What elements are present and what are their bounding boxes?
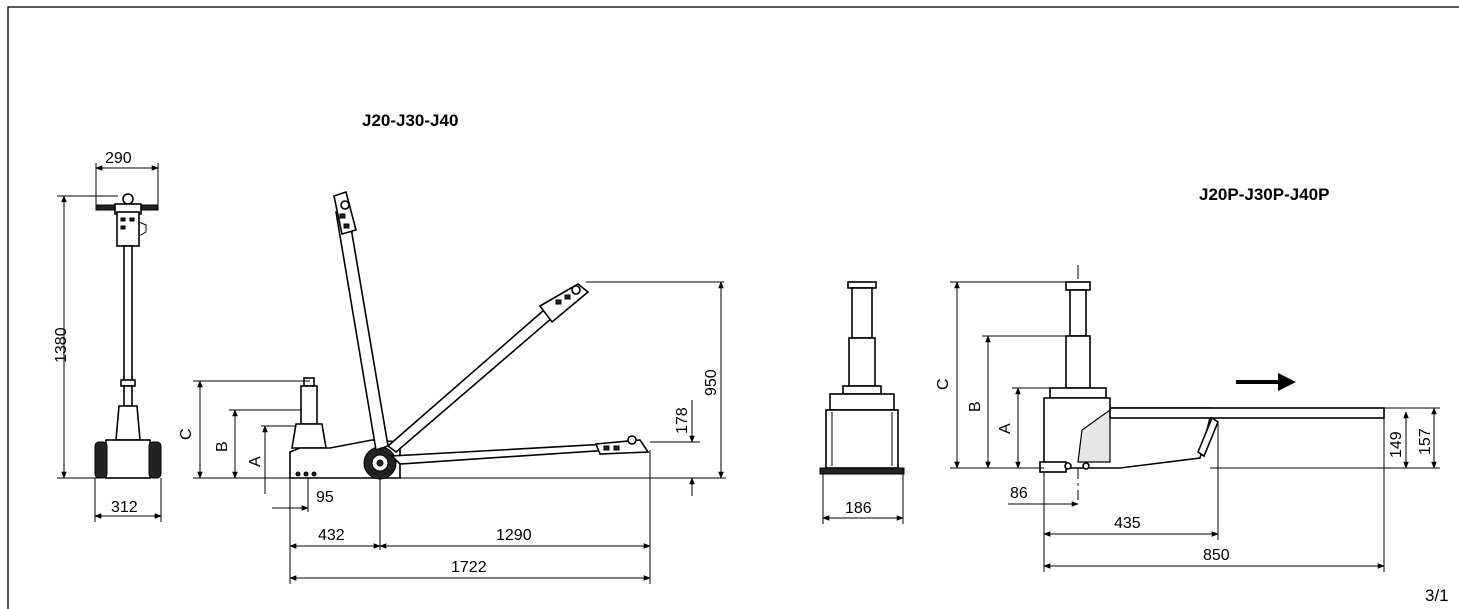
side-dim-handle-high: 950 — [703, 369, 720, 396]
side-dim-handle-low: 178 — [674, 407, 691, 434]
side-dim-front-length: 432 — [318, 527, 345, 544]
p-dim-total-length: 850 — [1203, 547, 1230, 564]
dim-front-top-width: 290 — [105, 150, 132, 167]
side-dim-a: A — [247, 456, 264, 467]
direction-arrow — [1236, 373, 1296, 391]
p-dim-c: C — [935, 378, 952, 390]
front-dim-lines — [57, 163, 162, 522]
title-left-model: J20-J30-J40 — [362, 111, 459, 130]
p-dim-a: A — [997, 423, 1014, 434]
page-number: 3/1 — [1425, 586, 1449, 605]
side-dim-c: C — [178, 428, 195, 440]
side-dim-offset: 95 — [316, 489, 334, 506]
title-right-model: J20P-J30P-J40P — [1199, 185, 1330, 204]
p-dim-front-length: 435 — [1114, 515, 1141, 532]
front-view-jack — [94, 193, 162, 479]
p-dim-front-width: 186 — [845, 500, 872, 517]
side-view-jack — [289, 190, 650, 480]
p-front-dim-lines — [822, 474, 904, 524]
p-side-dim-lines — [950, 281, 1440, 572]
side-dim-total-length: 1722 — [451, 559, 487, 576]
p-dim-offset: 86 — [1010, 485, 1028, 502]
p-side-view-jack — [1039, 265, 1385, 500]
side-dim-handle-length: 1290 — [496, 527, 532, 544]
dim-front-height: 1380 — [53, 327, 70, 363]
p-dim-height-149: 149 — [1388, 431, 1405, 458]
p-front-view-jack — [819, 281, 905, 475]
side-dim-lines — [193, 281, 726, 584]
p-dim-b: B — [967, 401, 984, 412]
p-dim-height-157: 157 — [1417, 428, 1434, 455]
dim-front-base-width: 312 — [111, 499, 138, 516]
side-dim-b: B — [214, 441, 231, 452]
sheet-border — [7, 6, 1459, 609]
